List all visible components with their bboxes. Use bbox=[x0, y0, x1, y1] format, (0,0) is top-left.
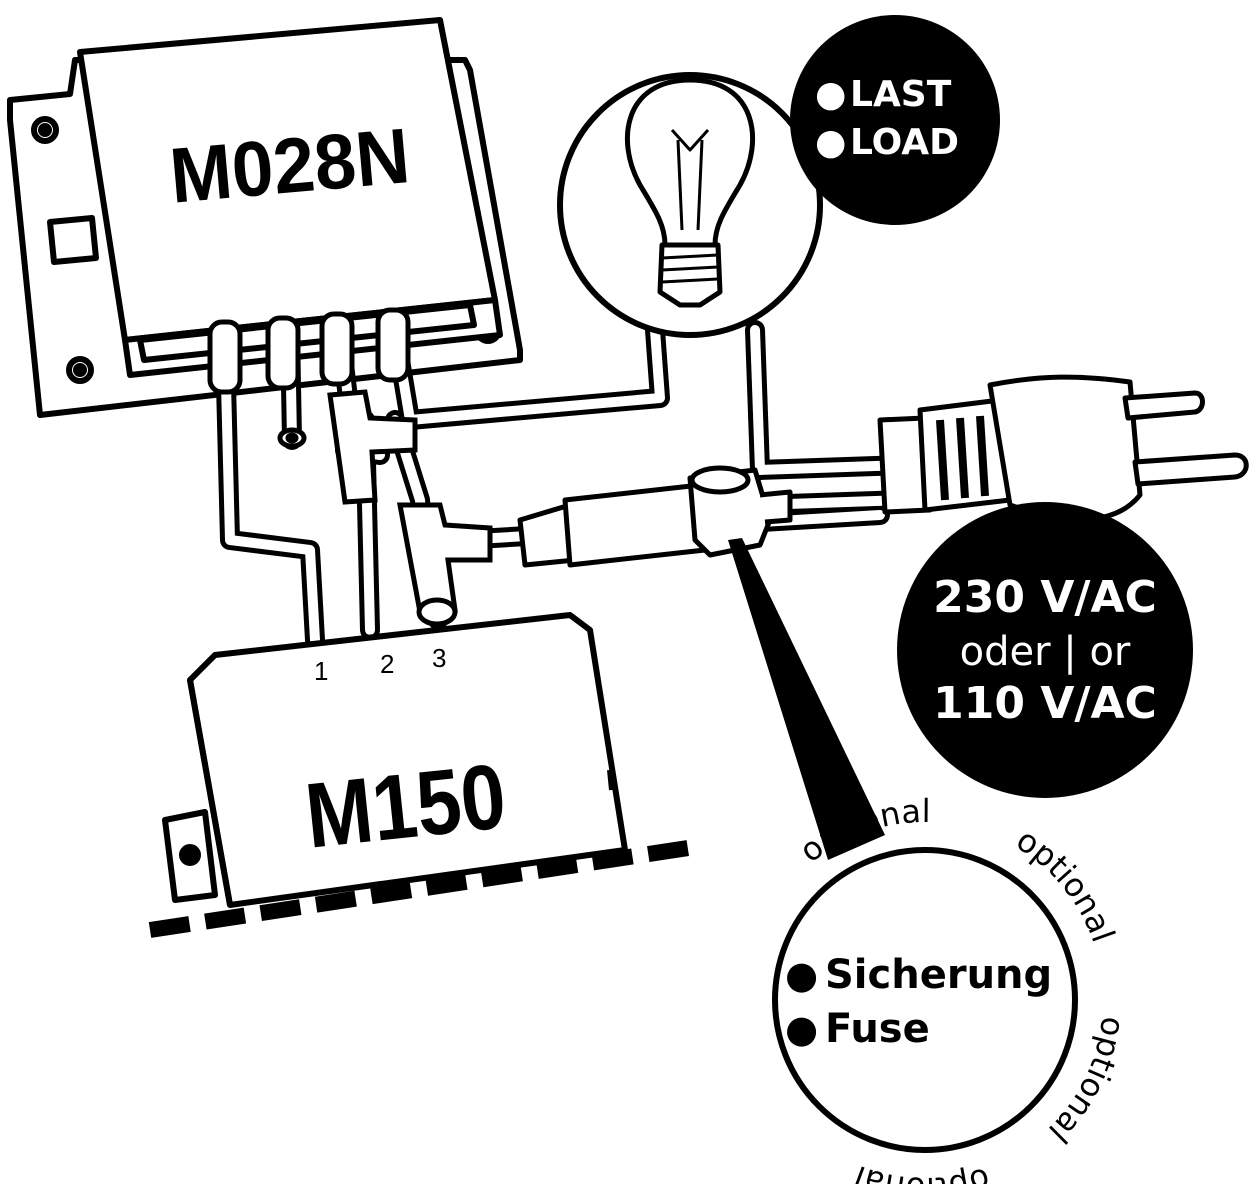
m150-pin-3: 3 bbox=[432, 643, 446, 673]
fuse-label-en: Fuse bbox=[825, 1006, 930, 1052]
m150-module bbox=[162, 612, 628, 908]
load-label-de: LAST bbox=[850, 74, 952, 115]
voltage-230: 230 V/AC bbox=[933, 572, 1157, 623]
voltage-110: 110 V/AC bbox=[933, 678, 1157, 729]
load-bullet-1: ● bbox=[815, 74, 846, 115]
inline-fuse-holder-icon bbox=[517, 465, 793, 568]
terminal-plugs bbox=[207, 307, 411, 449]
m150-pin-1: 1 bbox=[314, 656, 328, 686]
fuse-label-de: Sicherung bbox=[825, 952, 1052, 998]
load-label-bubble: ● LAST ● LOAD bbox=[790, 15, 1000, 225]
load-bullet-2: ● bbox=[815, 122, 846, 163]
light-bulb-icon bbox=[625, 77, 755, 308]
m028n-module bbox=[7, 17, 523, 418]
m150-label: M150 bbox=[301, 745, 511, 867]
fuse-callout-circle: ● Sicherung ● Fuse bbox=[772, 847, 1078, 1153]
t-junctions bbox=[327, 389, 493, 627]
voltage-or: oder | or bbox=[960, 629, 1131, 675]
mains-plug-icon bbox=[877, 374, 1249, 522]
voltage-bubble: 230 V/AC oder | or 110 V/AC bbox=[897, 502, 1193, 798]
fuse-callout-pointer bbox=[728, 538, 885, 860]
fuse-bullet-2: ● bbox=[785, 1007, 818, 1051]
mounting-surface bbox=[148, 840, 690, 938]
fuse-bullet-1: ● bbox=[785, 953, 818, 997]
load-label-en: LOAD bbox=[850, 122, 959, 163]
m028n-label: M028N bbox=[166, 111, 413, 220]
m150-pin-2: 2 bbox=[380, 649, 394, 679]
